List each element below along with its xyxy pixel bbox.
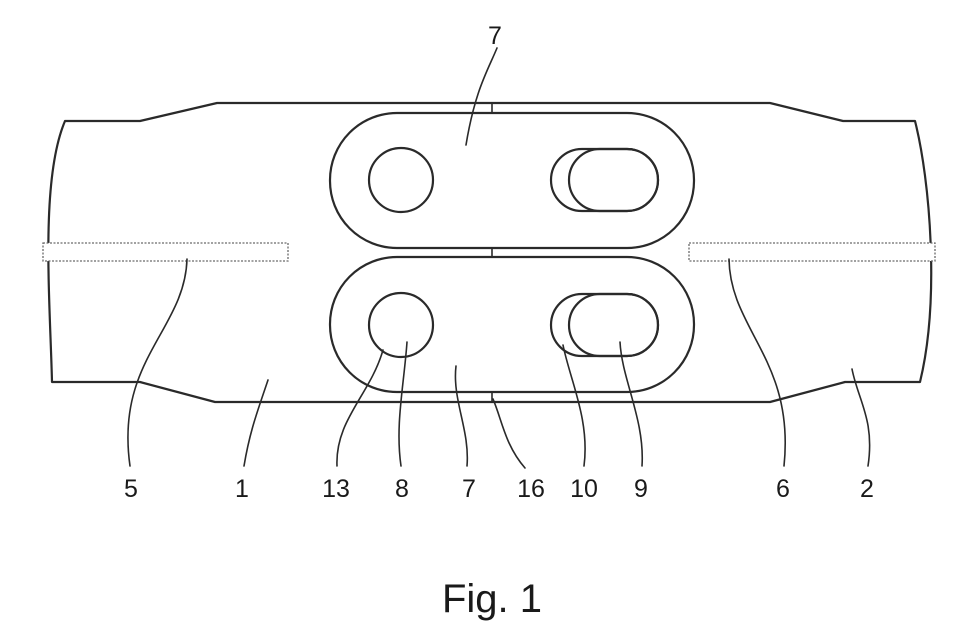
leader-9 — [620, 342, 642, 466]
upper-right-slot-outer — [551, 149, 658, 211]
ref-label-16: 16 — [517, 475, 545, 503]
leader-5 — [128, 259, 187, 466]
ref-label-5: 5 — [124, 475, 138, 503]
figure-caption: Fig. 1 — [442, 577, 542, 621]
ref-label-10: 10 — [570, 475, 598, 503]
lower-right-slot-outer — [551, 294, 658, 356]
upper-link-plate — [330, 113, 694, 248]
leader-16 — [493, 399, 525, 468]
leader-8 — [399, 342, 407, 466]
lower-right-slot-inner — [569, 294, 658, 356]
ref-label-2: 2 — [860, 475, 874, 503]
upper-left-hole — [369, 148, 433, 212]
upper-right-slot-inner — [569, 149, 658, 211]
leader-2 — [852, 369, 870, 466]
leader-6 — [729, 259, 785, 466]
ref-label-13: 13 — [322, 475, 350, 503]
lower-left-hole — [369, 293, 433, 357]
leader-1 — [244, 380, 268, 466]
lower-link-plate — [330, 257, 694, 392]
slot-5 — [43, 243, 288, 261]
leader-7 — [455, 366, 467, 466]
ref-label-top-7: 7 — [488, 22, 502, 50]
leader-10 — [563, 345, 585, 466]
slot-6 — [689, 243, 935, 261]
leader-top-7 — [466, 48, 497, 145]
ref-label-8: 8 — [395, 475, 409, 503]
ref-label-1: 1 — [235, 475, 249, 503]
ref-label-6: 6 — [776, 475, 790, 503]
ref-label-9: 9 — [634, 475, 648, 503]
ref-label-7: 7 — [462, 475, 476, 503]
